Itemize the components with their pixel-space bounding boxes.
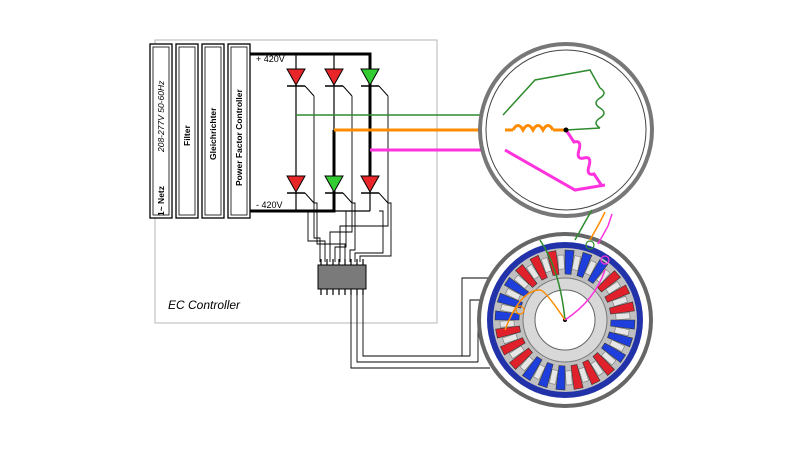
coil-magenta-icon bbox=[564, 129, 604, 187]
stator-segment bbox=[610, 319, 636, 330]
stator-tooth bbox=[526, 263, 540, 280]
voltage-positive: + 420V bbox=[256, 54, 285, 64]
stator-tooth bbox=[557, 254, 565, 270]
diode-top-2 bbox=[324, 68, 353, 97]
stator-tooth bbox=[540, 257, 552, 274]
stator-segment bbox=[607, 331, 634, 348]
stator-segment bbox=[587, 258, 609, 284]
stator-segment bbox=[570, 364, 584, 390]
stator-segment bbox=[537, 362, 554, 389]
stator-segment bbox=[582, 359, 601, 386]
stator-segment bbox=[592, 352, 615, 376]
stator-segment bbox=[597, 270, 621, 293]
stator-segment bbox=[494, 310, 520, 321]
phase-lines bbox=[296, 114, 505, 152]
stator-tooth bbox=[533, 363, 546, 381]
diode-top-3 bbox=[360, 68, 389, 97]
diode-top-1 bbox=[286, 68, 315, 97]
stator-tooth bbox=[584, 259, 597, 277]
stator-segment bbox=[609, 301, 635, 315]
motor-cross-section bbox=[477, 209, 653, 408]
chip-icon bbox=[317, 259, 367, 295]
diode-bottom-3 bbox=[360, 175, 389, 204]
coil-orange-icon bbox=[511, 124, 555, 134]
block-gleichrichter: Gleichrichter bbox=[201, 43, 225, 219]
stator-tooth bbox=[614, 326, 630, 336]
block-netz: 1~ Netz 208-277V 50-60Hz bbox=[149, 43, 173, 219]
block-gleichrichter-label: Gleichrichter bbox=[208, 107, 218, 160]
stator-tooth bbox=[565, 370, 573, 386]
block-pfc-label: Power Factor Controller bbox=[234, 88, 244, 186]
stator-tooth bbox=[590, 360, 604, 377]
stator-segment bbox=[499, 337, 526, 356]
stator-tooth bbox=[502, 333, 519, 345]
stator-tooth bbox=[571, 255, 581, 271]
stator-tooth bbox=[600, 350, 617, 366]
stator-segment bbox=[576, 251, 593, 278]
stator-tooth bbox=[549, 369, 559, 385]
stator-tooth bbox=[608, 339, 626, 352]
stator-segment bbox=[515, 264, 538, 288]
stator-tooth bbox=[508, 345, 525, 359]
stator-segment bbox=[555, 365, 566, 391]
stator-tooth bbox=[504, 288, 522, 301]
block-filter-label: Filter bbox=[182, 125, 192, 146]
motor-schematic bbox=[478, 42, 654, 218]
stator-segment bbox=[495, 325, 521, 339]
coil-green-icon bbox=[595, 87, 605, 129]
controller-label: EC Controller bbox=[168, 298, 241, 312]
stator-tooth bbox=[605, 281, 622, 295]
stator-tooth bbox=[519, 355, 535, 372]
diode-bottom-2 bbox=[324, 175, 353, 204]
stator-tooth bbox=[578, 366, 590, 383]
diode-bottom-1 bbox=[286, 175, 315, 204]
stator-segment bbox=[496, 292, 523, 309]
stator-segment bbox=[509, 347, 533, 370]
block-filter: Filter bbox=[175, 43, 199, 219]
gate-lines bbox=[305, 96, 392, 262]
stator-segment bbox=[601, 342, 627, 364]
stator-tooth bbox=[615, 312, 631, 320]
block-netz-label: 1~ Netz bbox=[156, 186, 166, 216]
block-pfc: Power Factor Controller bbox=[227, 43, 251, 219]
voltage-negative: - 420V bbox=[256, 200, 283, 210]
stator-segment bbox=[529, 254, 548, 281]
stator-tooth bbox=[513, 274, 530, 290]
block-netz-sublabel: 208-277V 50-60Hz bbox=[156, 80, 166, 153]
stator-tooth bbox=[611, 295, 628, 307]
stator-segment bbox=[604, 284, 631, 303]
stator-segment bbox=[521, 356, 543, 382]
stator-segment bbox=[564, 249, 575, 275]
